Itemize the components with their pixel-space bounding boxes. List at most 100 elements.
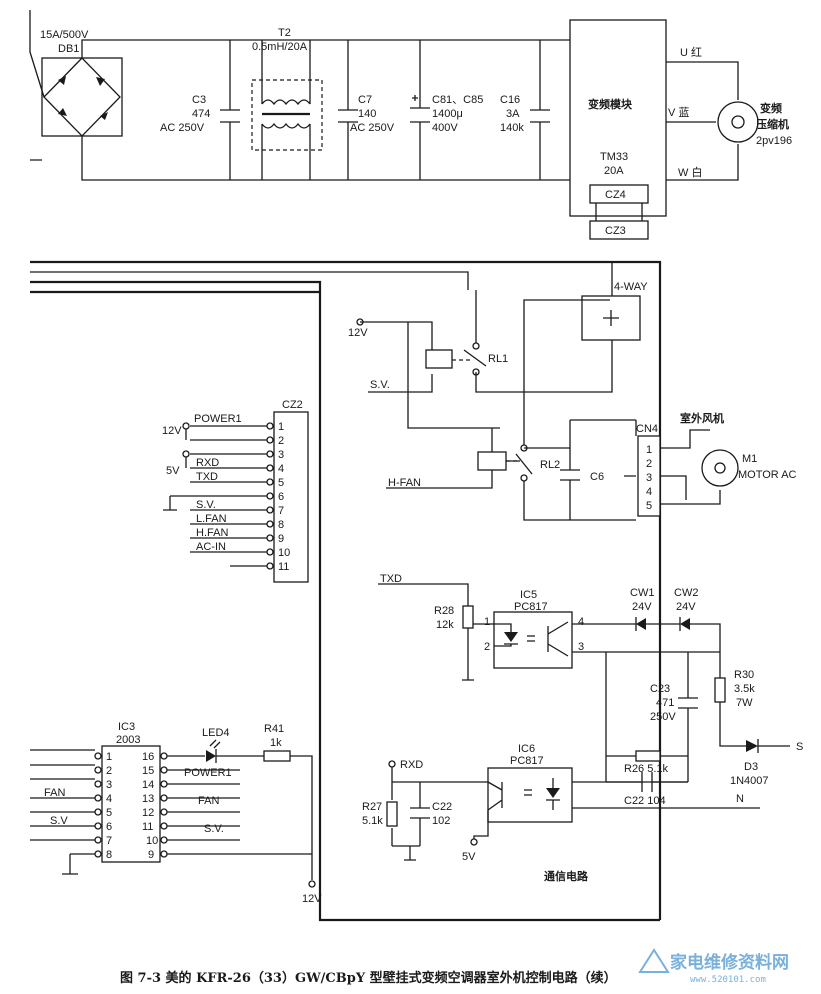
phase-u: U 红 [680,46,702,59]
d3-s-label: S [796,741,803,753]
comm-rxd-label: RXD [400,759,423,771]
c7-value: 140 [358,108,376,120]
db1-ref: DB1 [58,43,79,55]
c16-rating: 140k [500,122,524,134]
ic3-pin-8: 8 [106,849,112,861]
relay-rl1: RL1 [488,353,508,365]
phase-v: V 蓝 [668,106,689,119]
compressor-label-2: 压缩机 [756,117,789,131]
ic3-ref: IC3 [118,721,135,733]
ic3-right-sig-sv: S.V. [204,823,224,835]
cz2-pins: 1 2 3 4 5 6 7 8 9 10 11 [266,421,290,573]
ic3-pin-13: 13 [142,793,154,805]
ic3-pin-16: 16 [142,751,154,763]
ic3-pin-7: 7 [106,835,112,847]
ic3-driver: IC3 2003 1 2 3 4 5 6 7 8 16 15 14 13 12 … [30,721,322,905]
ic3-pin-2: 2 [106,765,112,777]
r30-value: 3.5k [734,683,755,695]
ic3-right-sig-fan: FAN [198,795,219,807]
connector-cz3: CZ3 [605,225,626,237]
c7-ref: C7 [358,94,372,106]
ic5-pin-2: 2 [484,641,490,653]
comm-section: TXD R28 12k IC5 PC817 1 2 4 3 CW1 24V CW… [362,573,803,883]
power-section: 15A/500V DB1 C3 474 AC 250V T2 0.5mH/20A… [29,10,792,240]
ic5-ref: IC5 [520,589,537,601]
cz2-pin-9: 9 [278,533,284,545]
four-way-label: 4-WAY [614,281,648,293]
connector-cz2-block: CZ2 1 2 3 4 5 6 7 8 9 10 11 12V 5V POWER… [162,399,309,583]
connector-cn4: CN4 [636,423,658,435]
cz2-supply-12v: 12V [162,425,182,437]
c22a-ref: C22 [432,801,452,813]
c3-rating: AC 250V [160,122,205,134]
r27-value: 5.1k [362,815,383,827]
rectifier-db1: 15A/500V DB1 [29,29,230,181]
cn4-pin-3: 3 [646,472,652,484]
r41-value: 1k [270,737,282,749]
comm-title: 通信电路 [544,869,589,883]
ic3-pin-9: 9 [148,849,154,861]
d3-model: 1N4007 [730,775,769,787]
ic3-pin-4: 4 [106,793,112,805]
ic6-ref: IC6 [518,743,535,755]
cn4-pin-5: 5 [646,500,652,512]
relay-rl2: RL2 [540,459,560,471]
ic3-pin-3: 3 [106,779,112,791]
c22a-value: 102 [432,815,450,827]
c23-value: 471 [656,697,674,709]
cz2-pin-6: 6 [278,491,284,503]
c16-value: 3A [506,108,520,120]
module-model: TM33 [600,151,628,163]
cz2-pin-1: 1 [278,421,284,433]
r41-ref: R41 [264,723,284,735]
ic3-pin-11: 11 [142,821,153,833]
c3-value: 474 [192,108,210,120]
cw2-value: 24V [676,601,696,613]
choke-t2: T2 0.5mH/20A [230,27,323,181]
cz2-pin-8: 8 [278,519,284,531]
watermark-url: www.520101.com [690,975,766,985]
c3-ref: C3 [192,94,206,106]
watermark-text: 家电维修资料网 [670,952,789,973]
cz2-pin-5: 5 [278,477,284,489]
c81-ref: C81、C85 [432,94,483,106]
comm-n-label: N [736,793,744,805]
relay-sv-label: S.V. [370,379,390,391]
cz2-sig-power1: POWER1 [194,413,242,425]
c7-rating: AC 250V [350,122,395,134]
cz2-pin-2: 2 [278,435,284,447]
ic3-model: 2003 [116,734,140,746]
ic5-pin-4: 4 [578,616,584,628]
phase-w: W 白 [678,165,702,179]
ic5-pin-1: 1 [484,616,490,628]
cz2-pin-3: 3 [278,449,284,461]
watermark: 家电维修资料网 www.520101.com [638,948,789,985]
ic3-pin-14: 14 [142,779,154,791]
ic6-model: PC817 [510,755,544,767]
comm-txd-label: TXD [380,573,402,585]
t2-ref: T2 [278,27,291,39]
figure-caption: 图 7-3 美的 KFR-26（33）GW/CBpY 型壁挂式变频空调器室外机控… [120,970,617,986]
cw1-value: 24V [632,601,652,613]
ic3-pin-12: 12 [142,807,154,819]
motor-ref: M1 [742,453,757,465]
cz2-sig-hfan: H.FAN [196,527,228,539]
r28-ref: R28 [434,605,454,617]
connector-cz4: CZ4 [605,189,626,201]
r30-ref: R30 [734,669,754,681]
d3-ref: D3 [744,761,758,773]
fan-title: 室外风机 [680,411,724,425]
capacitor-c81-c85: C81、C85 1400μ 400V [410,40,483,180]
c81-value: 1400μ [432,108,463,120]
relay-section: 12V RL1 S.V. 4-WAY RL2 H-FAN C6 CN4 1 2 … [348,262,797,521]
c23-rating: 250V [650,711,676,723]
cz2-sig-acin: AC-IN [196,541,226,553]
board-outline [30,260,662,922]
compressor-label-1: 变频 [760,101,782,115]
c81-rating: 400V [432,122,458,134]
cw2-ref: CW2 [674,587,698,599]
ic3-right-sig-power1: POWER1 [184,767,232,779]
comm-supply-5v: 5V [462,851,476,863]
r27-ref: R27 [362,801,382,813]
